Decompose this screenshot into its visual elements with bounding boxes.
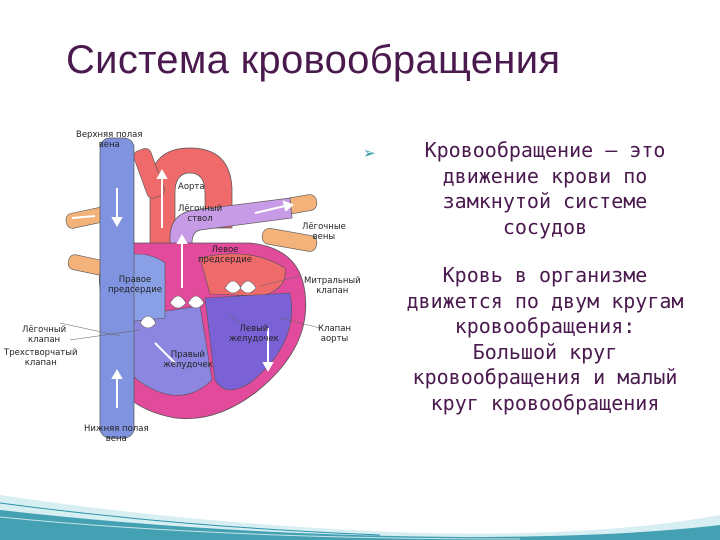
label-aorta: Аорта — [178, 182, 205, 192]
label-pulmonary-veins: Лёгочные вены — [302, 222, 346, 242]
heart-illustration — [59, 137, 321, 439]
label-right-atrium: Правое предсердие — [108, 275, 162, 295]
circulation-text: Кровь в организме движется по двум круга… — [372, 263, 718, 416]
valves — [139, 280, 257, 329]
label-left-ventricle: Левый желудочек — [229, 324, 279, 344]
label-left-atrium: Левое предсердие — [198, 245, 252, 265]
label-right-ventricle: Правый желудочек — [163, 350, 213, 370]
flow-arrows — [71, 168, 294, 408]
label-tricuspid-valve: Трехстворчатый клапан — [4, 348, 78, 368]
bottom-decoration — [0, 495, 720, 540]
heart-diagram: Верхняя полая вена Аорта Лёгочный ствол … — [0, 118, 370, 448]
label-superior-vena-cava: Верхняя полая вена — [76, 130, 143, 150]
label-pulmonary-trunk: Лёгочный ствол — [178, 204, 223, 224]
definition-text: Кровообращение – это движение крови по з… — [372, 138, 718, 240]
slide-title: Система кровообращения — [66, 38, 561, 82]
left-ventricle-shape — [204, 292, 292, 391]
label-aortic-valve: Клапан аорты — [318, 324, 351, 344]
bullet-icon: ➢ — [363, 144, 376, 162]
circulation-body: Кровь в организме движется по двум круга… — [406, 263, 684, 415]
label-pulmonary-valve: Лёгочный клапан — [22, 325, 67, 345]
label-mitral-valve: Митральный клапан — [304, 276, 361, 296]
label-leaders — [59, 275, 321, 341]
vena-cava-shape — [99, 137, 135, 439]
label-inferior-vena-cava: Нижняя полая вена — [84, 424, 149, 444]
definition-body: Кровообращение – это движение крови по з… — [424, 138, 666, 239]
